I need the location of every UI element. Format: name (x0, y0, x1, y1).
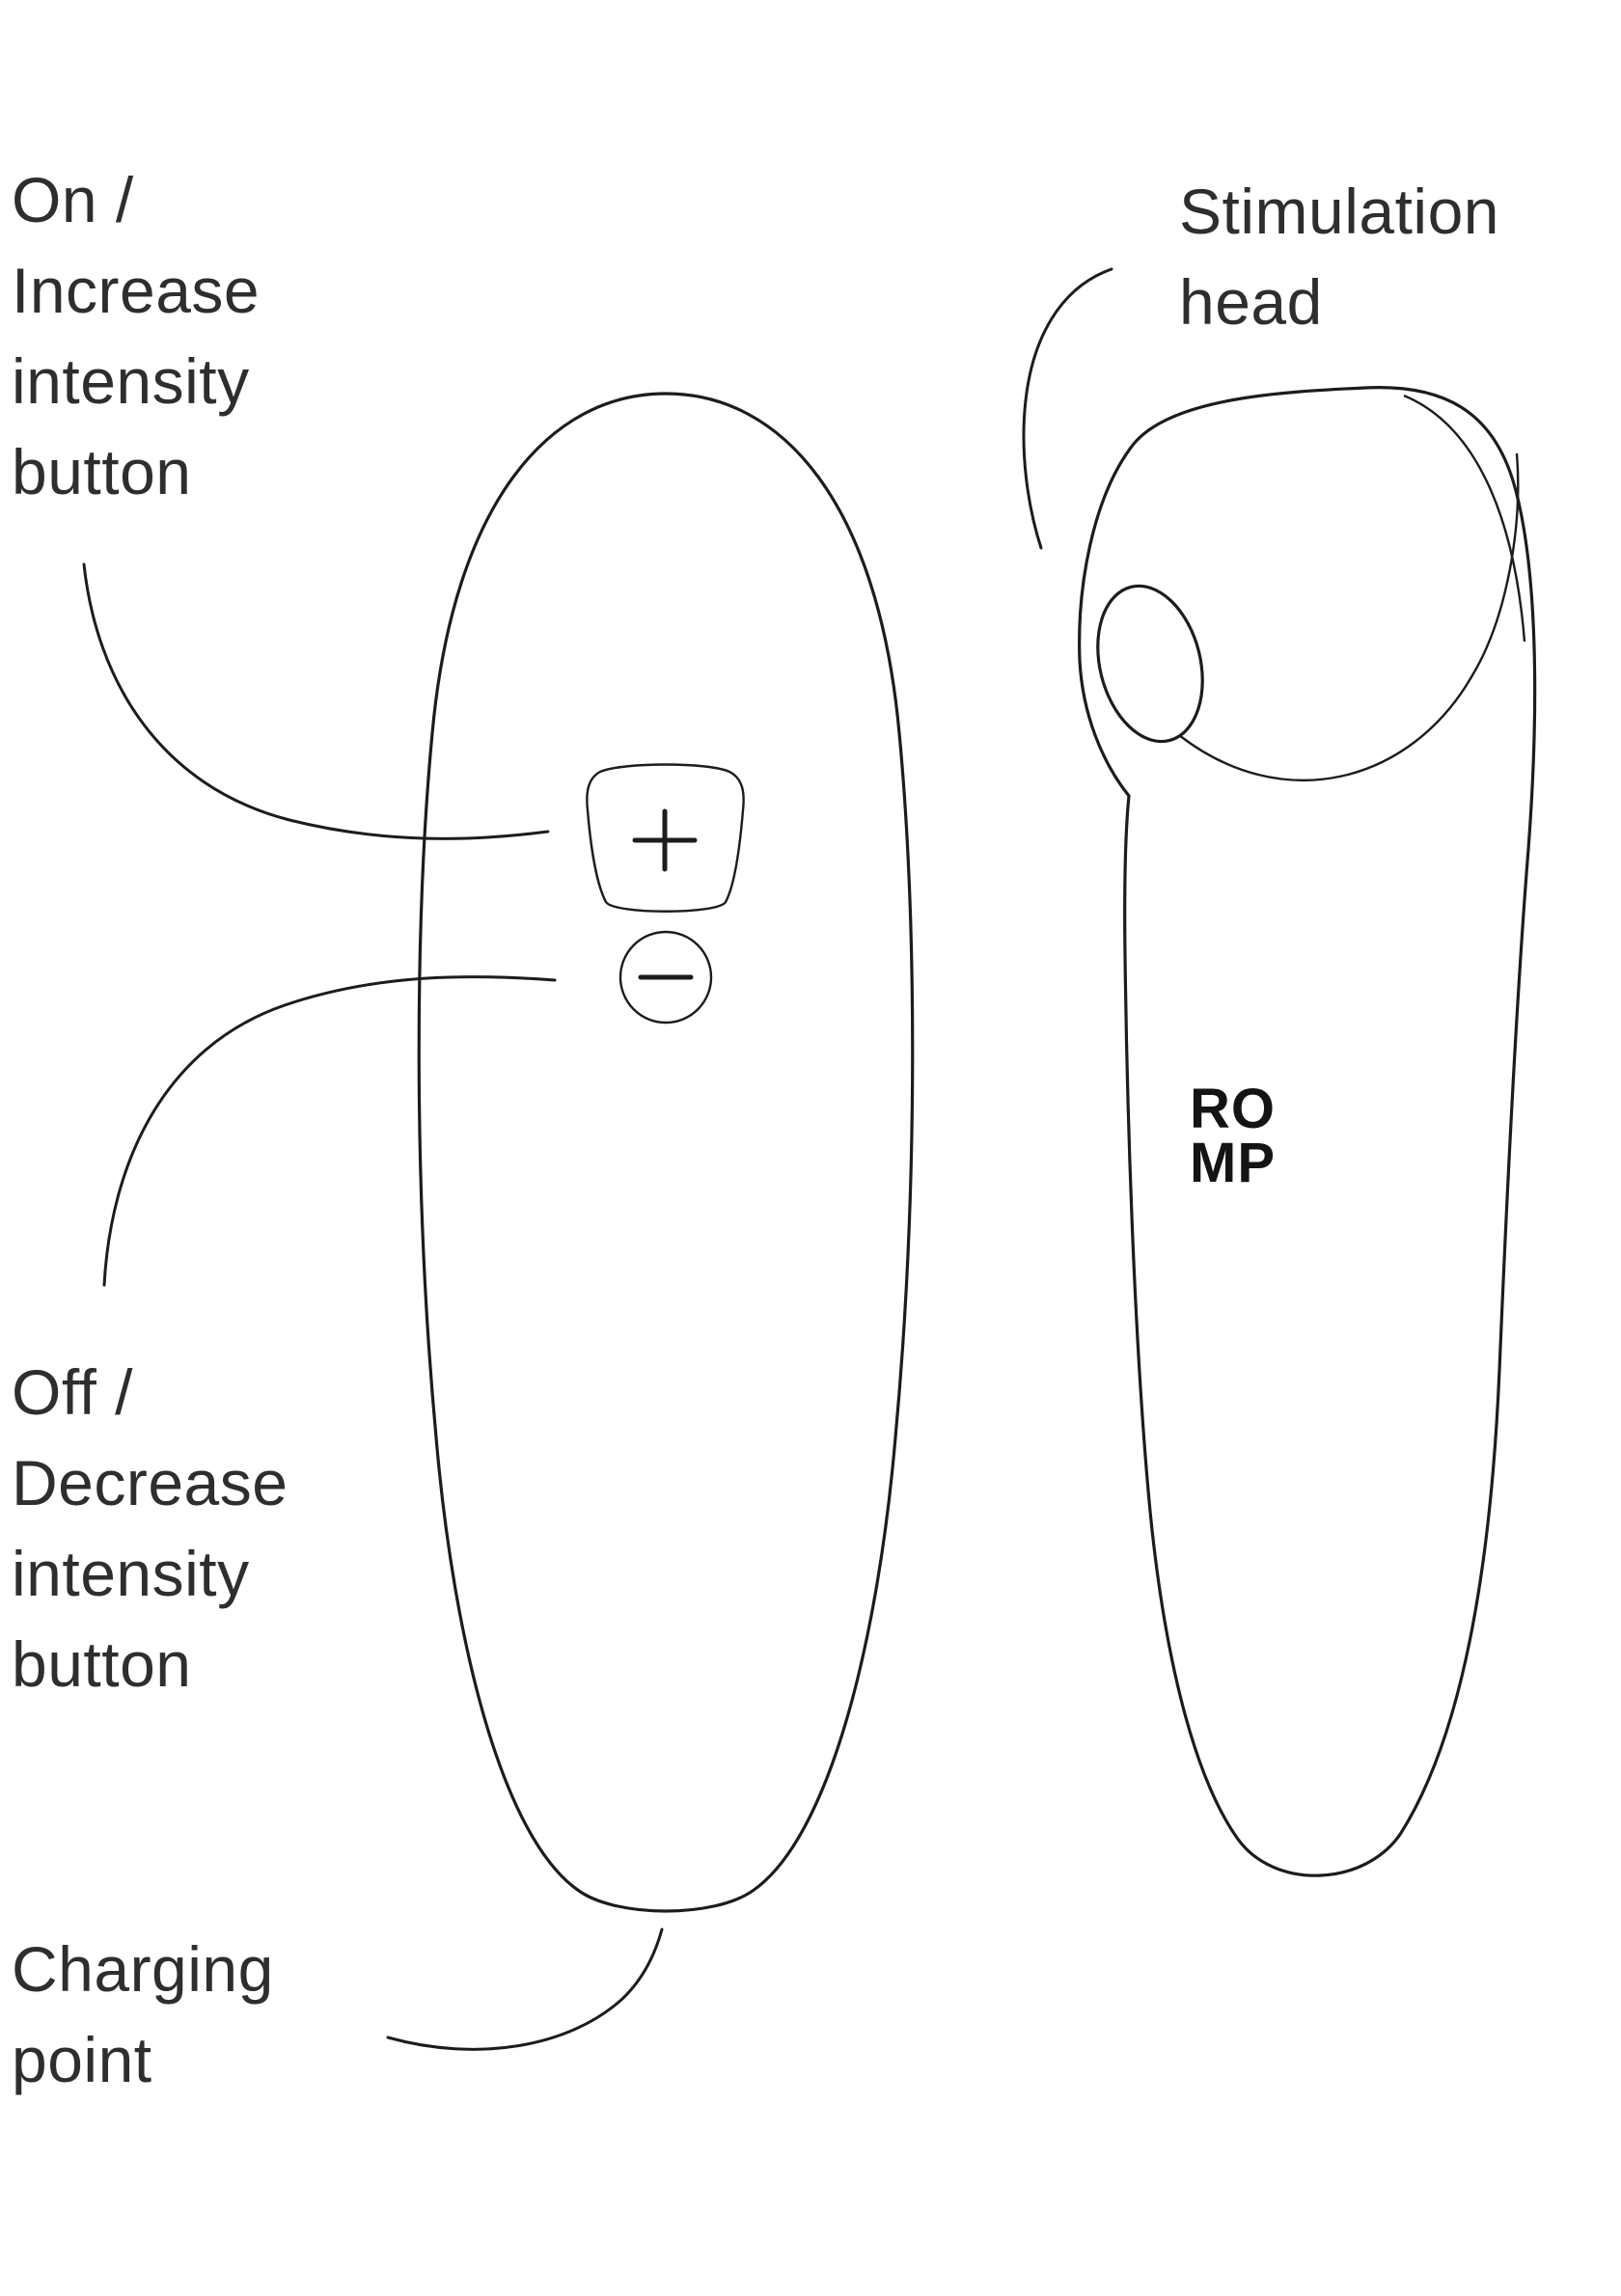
label-line: Charging (12, 1933, 274, 2005)
leader-line-charging-point (386, 1927, 664, 2051)
label-line: On / (12, 164, 134, 235)
label-line: head (1179, 266, 1323, 338)
label-line: Off / (12, 1356, 133, 1428)
increase-button-outline (586, 763, 745, 913)
romp-logo-line: MP (1190, 1132, 1276, 1194)
romp-logo: RO MP (1190, 1078, 1276, 1194)
label-line: Stimulation (1179, 176, 1499, 247)
plus-icon (632, 808, 698, 872)
label-line: point (12, 2024, 152, 2095)
label-line: Decrease (12, 1447, 288, 1518)
romp-logo-line: RO (1190, 1078, 1276, 1140)
decrease-button-outline (618, 930, 713, 1025)
label-line: button (12, 1628, 192, 1700)
label-line: intensity (12, 1538, 250, 1609)
leader-line-on-increase (82, 562, 550, 840)
stimulation-head-opening (1096, 584, 1204, 744)
label-line: intensity (12, 345, 250, 417)
label-stimulation-head: Stimulation head (1179, 166, 1499, 347)
device-side-outline (1078, 386, 1537, 1877)
label-line: button (12, 436, 192, 507)
label-on-increase: On / Increase intensity button (12, 154, 260, 517)
head-rim-line (1178, 452, 1520, 782)
leader-line-stimulation-head (1022, 267, 1113, 550)
label-off-decrease: Off / Decrease intensity button (12, 1347, 288, 1709)
label-charging-point: Charging point (12, 1924, 274, 2105)
leader-line-off-decrease (102, 975, 557, 1287)
head-edge-line (1403, 394, 1526, 642)
device-front-outline (417, 392, 915, 1913)
label-line: Increase (12, 255, 261, 326)
